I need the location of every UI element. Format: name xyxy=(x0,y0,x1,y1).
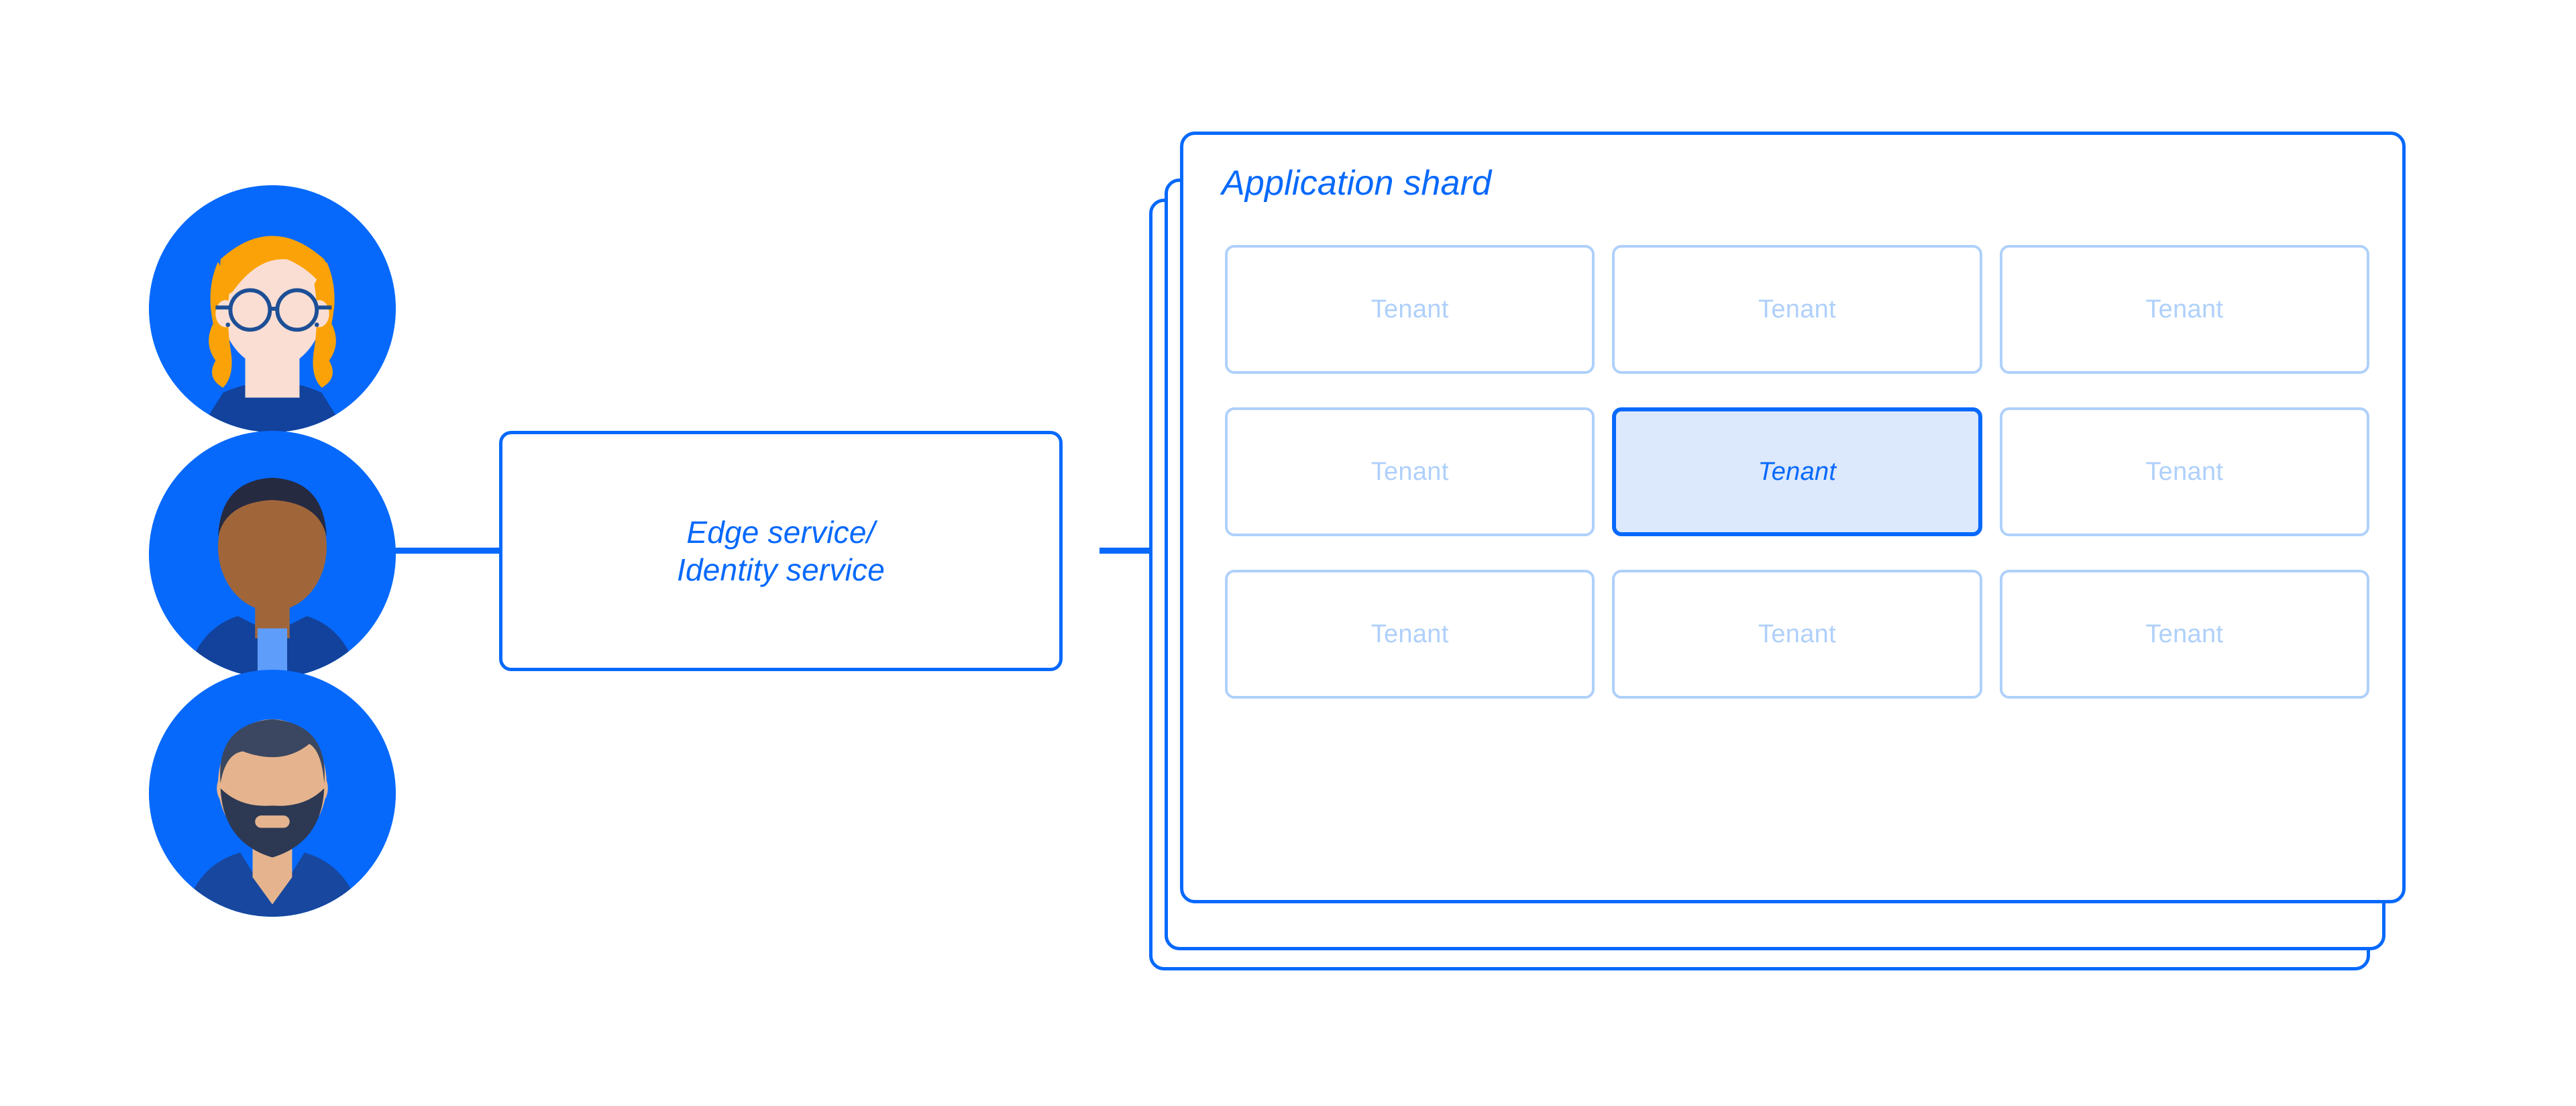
tenant-cell[interactable]: Tenant xyxy=(1225,570,1595,699)
avatar-man-beard[interactable] xyxy=(149,670,396,917)
tenant-cell[interactable]: Tenant xyxy=(1225,245,1595,374)
tenant-cell[interactable]: Tenant xyxy=(1225,407,1595,536)
tenant-cell[interactable]: Tenant xyxy=(1999,570,2369,699)
tenant-grid: Tenant Tenant Tenant Tenant Tenant Tenan… xyxy=(1225,245,2369,699)
application-shard-title: Application shard xyxy=(1222,164,1492,203)
tenant-cell[interactable]: Tenant xyxy=(1999,245,2369,374)
avatar-woman-glasses-icon xyxy=(149,185,396,432)
tenant-cell[interactable]: Tenant xyxy=(1612,245,1982,374)
tenant-cell[interactable]: Tenant xyxy=(1612,570,1982,699)
tenant-cell[interactable]: Tenant xyxy=(1999,407,2369,536)
connector-users-to-edge-service xyxy=(394,548,507,554)
avatar-woman-glasses[interactable] xyxy=(149,185,396,432)
tenant-label: Tenant xyxy=(2145,295,2224,323)
avatar-man-beard-icon xyxy=(149,670,396,917)
tenant-label-active: Tenant xyxy=(1758,457,1837,486)
tenant-label: Tenant xyxy=(2145,457,2224,486)
application-shard-card[interactable]: Application shard Tenant Tenant Tenant T… xyxy=(1180,132,2406,903)
tenant-label: Tenant xyxy=(2145,619,2224,648)
tenant-label: Tenant xyxy=(1758,295,1836,323)
tenant-label: Tenant xyxy=(1371,295,1449,323)
application-shard-stack: Application shard Tenant Tenant Tenant T… xyxy=(1149,132,2444,970)
edge-service-label: Edge service/ Identity service xyxy=(677,514,885,587)
tenant-label: Tenant xyxy=(1758,619,1836,648)
avatar-man-short-hair[interactable] xyxy=(149,431,396,678)
tenant-cell-active[interactable]: Tenant xyxy=(1612,407,1982,536)
tenant-label: Tenant xyxy=(1371,457,1449,486)
edge-service-box[interactable]: Edge service/ Identity service xyxy=(499,431,1063,671)
avatar-man-short-hair-icon xyxy=(149,431,396,678)
connector-edge-service-to-shards xyxy=(1099,548,1157,554)
tenant-label: Tenant xyxy=(1371,619,1449,648)
user-avatar-group xyxy=(149,185,397,917)
